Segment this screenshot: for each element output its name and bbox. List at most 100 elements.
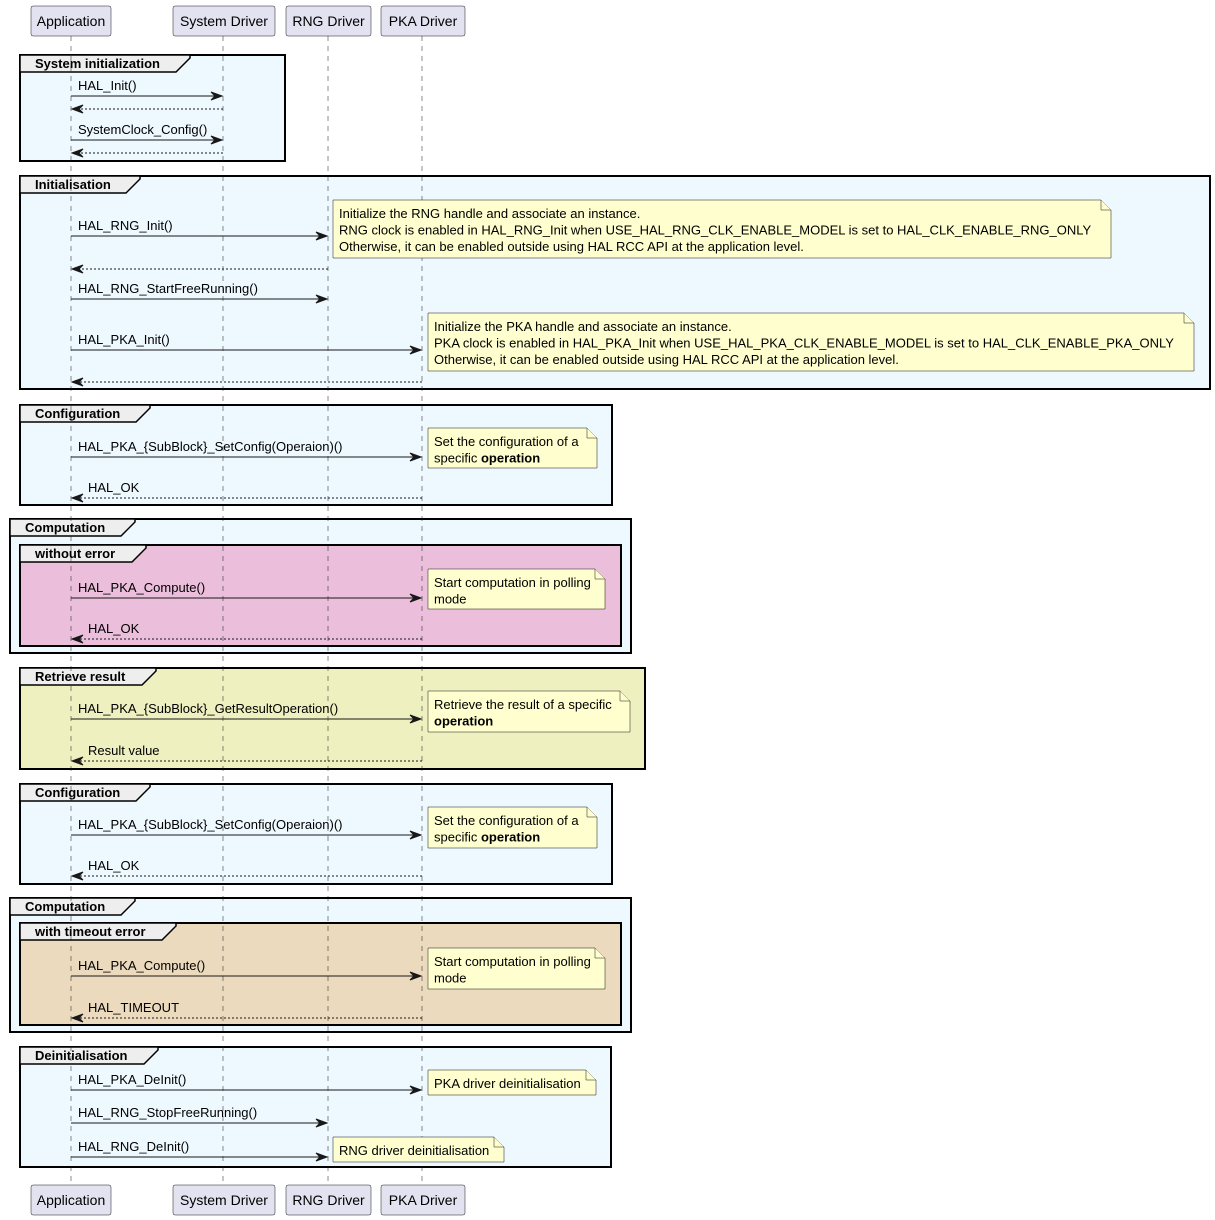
note: Initialize the PKA handle and associate …: [427, 312, 1195, 372]
frame-tab: [19, 1046, 159, 1065]
participant-label: RNG Driver: [292, 1192, 365, 1208]
return-message: HAL_OK: [70, 480, 422, 503]
participant-pka-bottom[interactable]: PKA Driver: [380, 1184, 466, 1216]
arrowhead-icon: [409, 971, 423, 981]
call-message: HAL_PKA_Compute(): [71, 958, 423, 981]
note-box: [427, 947, 606, 990]
message-label: HAL_PKA_{SubBlock}_SetConfig(Operaion)(): [78, 439, 342, 454]
call-message: HAL_RNG_StartFreeRunning(): [71, 281, 329, 304]
message-label: HAL_RNG_StartFreeRunning(): [78, 281, 258, 296]
frame-tab: [19, 783, 151, 802]
note-text-segment: specific: [434, 451, 481, 466]
arrowhead-icon: [315, 231, 329, 241]
frame-configuration: Configuration: [19, 404, 613, 506]
call-message: SystemClock_Config(): [71, 122, 224, 145]
participant-rng-top[interactable]: RNG Driver: [285, 5, 372, 37]
arrowhead-icon: [409, 452, 423, 462]
arrowhead-icon: [70, 148, 84, 158]
message-label: HAL_PKA_Compute(): [78, 958, 205, 973]
participant-label: System Driver: [180, 1192, 268, 1208]
note-text-segment: specific: [434, 830, 481, 845]
note-box: [427, 690, 631, 733]
call-message: HAL_RNG_Init(): [71, 218, 329, 241]
participant-box: [30, 5, 112, 37]
note-text-segment: Start computation in polling: [434, 575, 591, 590]
call-message: HAL_PKA_{SubBlock}_GetResultOperation(): [71, 701, 423, 724]
note-fold-icon: [594, 569, 605, 580]
call-message: HAL_PKA_{SubBlock}_SetConfig(Operaion)(): [71, 817, 423, 840]
note-text-segment: RNG clock is enabled in HAL_RNG_Init whe…: [339, 223, 1091, 238]
arrowhead-icon: [315, 1118, 329, 1128]
note-text-segment: PKA clock is enabled in HAL_PKA_Init whe…: [434, 336, 1174, 351]
note-line: Otherwise, it can be enabled outside usi…: [434, 352, 899, 367]
note-line: Retrieve the result of a specific: [434, 697, 612, 712]
note-box: [427, 312, 1195, 372]
arrowhead-icon: [70, 493, 84, 503]
call-message: HAL_RNG_StopFreeRunning(): [71, 1105, 329, 1128]
note-bold-text: operation: [481, 830, 540, 845]
arrowhead-icon: [409, 593, 423, 603]
message-label: SystemClock_Config(): [78, 122, 207, 137]
frame-tab: [9, 518, 136, 537]
note-line: Otherwise, it can be enabled outside usi…: [339, 239, 804, 254]
note-fold-icon: [619, 691, 630, 702]
call-message: HAL_PKA_Init(): [71, 332, 423, 355]
frame-title: with timeout error: [34, 924, 146, 939]
participant-app-top[interactable]: Application: [30, 5, 112, 37]
note-text-segment: Otherwise, it can be enabled outside usi…: [339, 239, 804, 254]
note-line: Initialize the PKA handle and associate …: [434, 319, 732, 334]
note-box: [332, 199, 1112, 259]
message-label: HAL_OK: [88, 858, 140, 873]
note-line: specific operation: [434, 830, 540, 845]
call-message: HAL_PKA_Compute(): [71, 580, 423, 603]
note-text-segment: Initialize the PKA handle and associate …: [434, 319, 732, 334]
return-message: HAL_OK: [70, 858, 422, 881]
message-label: HAL_PKA_{SubBlock}_GetResultOperation(): [78, 701, 338, 716]
frame-tab: [19, 667, 157, 686]
note-text-segment: Initialize the RNG handle and associate …: [339, 206, 640, 221]
note-fold-icon: [1100, 200, 1111, 211]
frame-title: Configuration: [35, 785, 120, 800]
notes-layer: Initialize the RNG handle and associate …: [332, 199, 1195, 1163]
participant-label: PKA Driver: [389, 13, 458, 29]
participant-app-bottom[interactable]: Application: [30, 1184, 112, 1216]
note-bold-text: operation: [481, 451, 540, 466]
frame-title: Configuration: [35, 406, 120, 421]
return-message: HAL_OK: [70, 621, 422, 644]
participant-box: [285, 1184, 372, 1216]
participant-box: [380, 1184, 466, 1216]
arrowhead-icon: [70, 634, 84, 644]
return-message: [70, 104, 223, 114]
arrowhead-icon: [70, 756, 84, 766]
note: Initialize the RNG handle and associate …: [332, 199, 1112, 259]
note-text-segment: mode: [434, 971, 467, 986]
frame-tab: [19, 54, 191, 73]
participant-rng-bottom[interactable]: RNG Driver: [285, 1184, 372, 1216]
message-label: HAL_PKA_Init(): [78, 332, 170, 347]
participant-label: Application: [37, 13, 106, 29]
participant-box: [172, 5, 276, 37]
note-box: [427, 568, 606, 610]
participant-sys-top[interactable]: System Driver: [172, 5, 276, 37]
note-line: Start computation in polling: [434, 575, 591, 590]
call-message: HAL_PKA_{SubBlock}_SetConfig(Operaion)(): [71, 439, 423, 462]
message-label: HAL_RNG_Init(): [78, 218, 173, 233]
participant-pka-top[interactable]: PKA Driver: [380, 5, 466, 37]
participant-sys-bottom[interactable]: System Driver: [172, 1184, 276, 1216]
frame-tab: [19, 922, 177, 941]
note-fold-icon: [1183, 313, 1194, 324]
arrowhead-icon: [70, 871, 84, 881]
note-text-segment: Retrieve the result of a specific: [434, 697, 612, 712]
return-message: Result value: [70, 743, 422, 766]
participant-box: [380, 5, 466, 37]
note-text-segment: Otherwise, it can be enabled outside usi…: [434, 352, 899, 367]
frame-deinitialisation: Deinitialisation: [19, 1046, 612, 1168]
arrowhead-icon: [315, 294, 329, 304]
participant-label: RNG Driver: [292, 13, 365, 29]
message-label: HAL_OK: [88, 621, 140, 636]
frame-tab: [19, 544, 147, 563]
